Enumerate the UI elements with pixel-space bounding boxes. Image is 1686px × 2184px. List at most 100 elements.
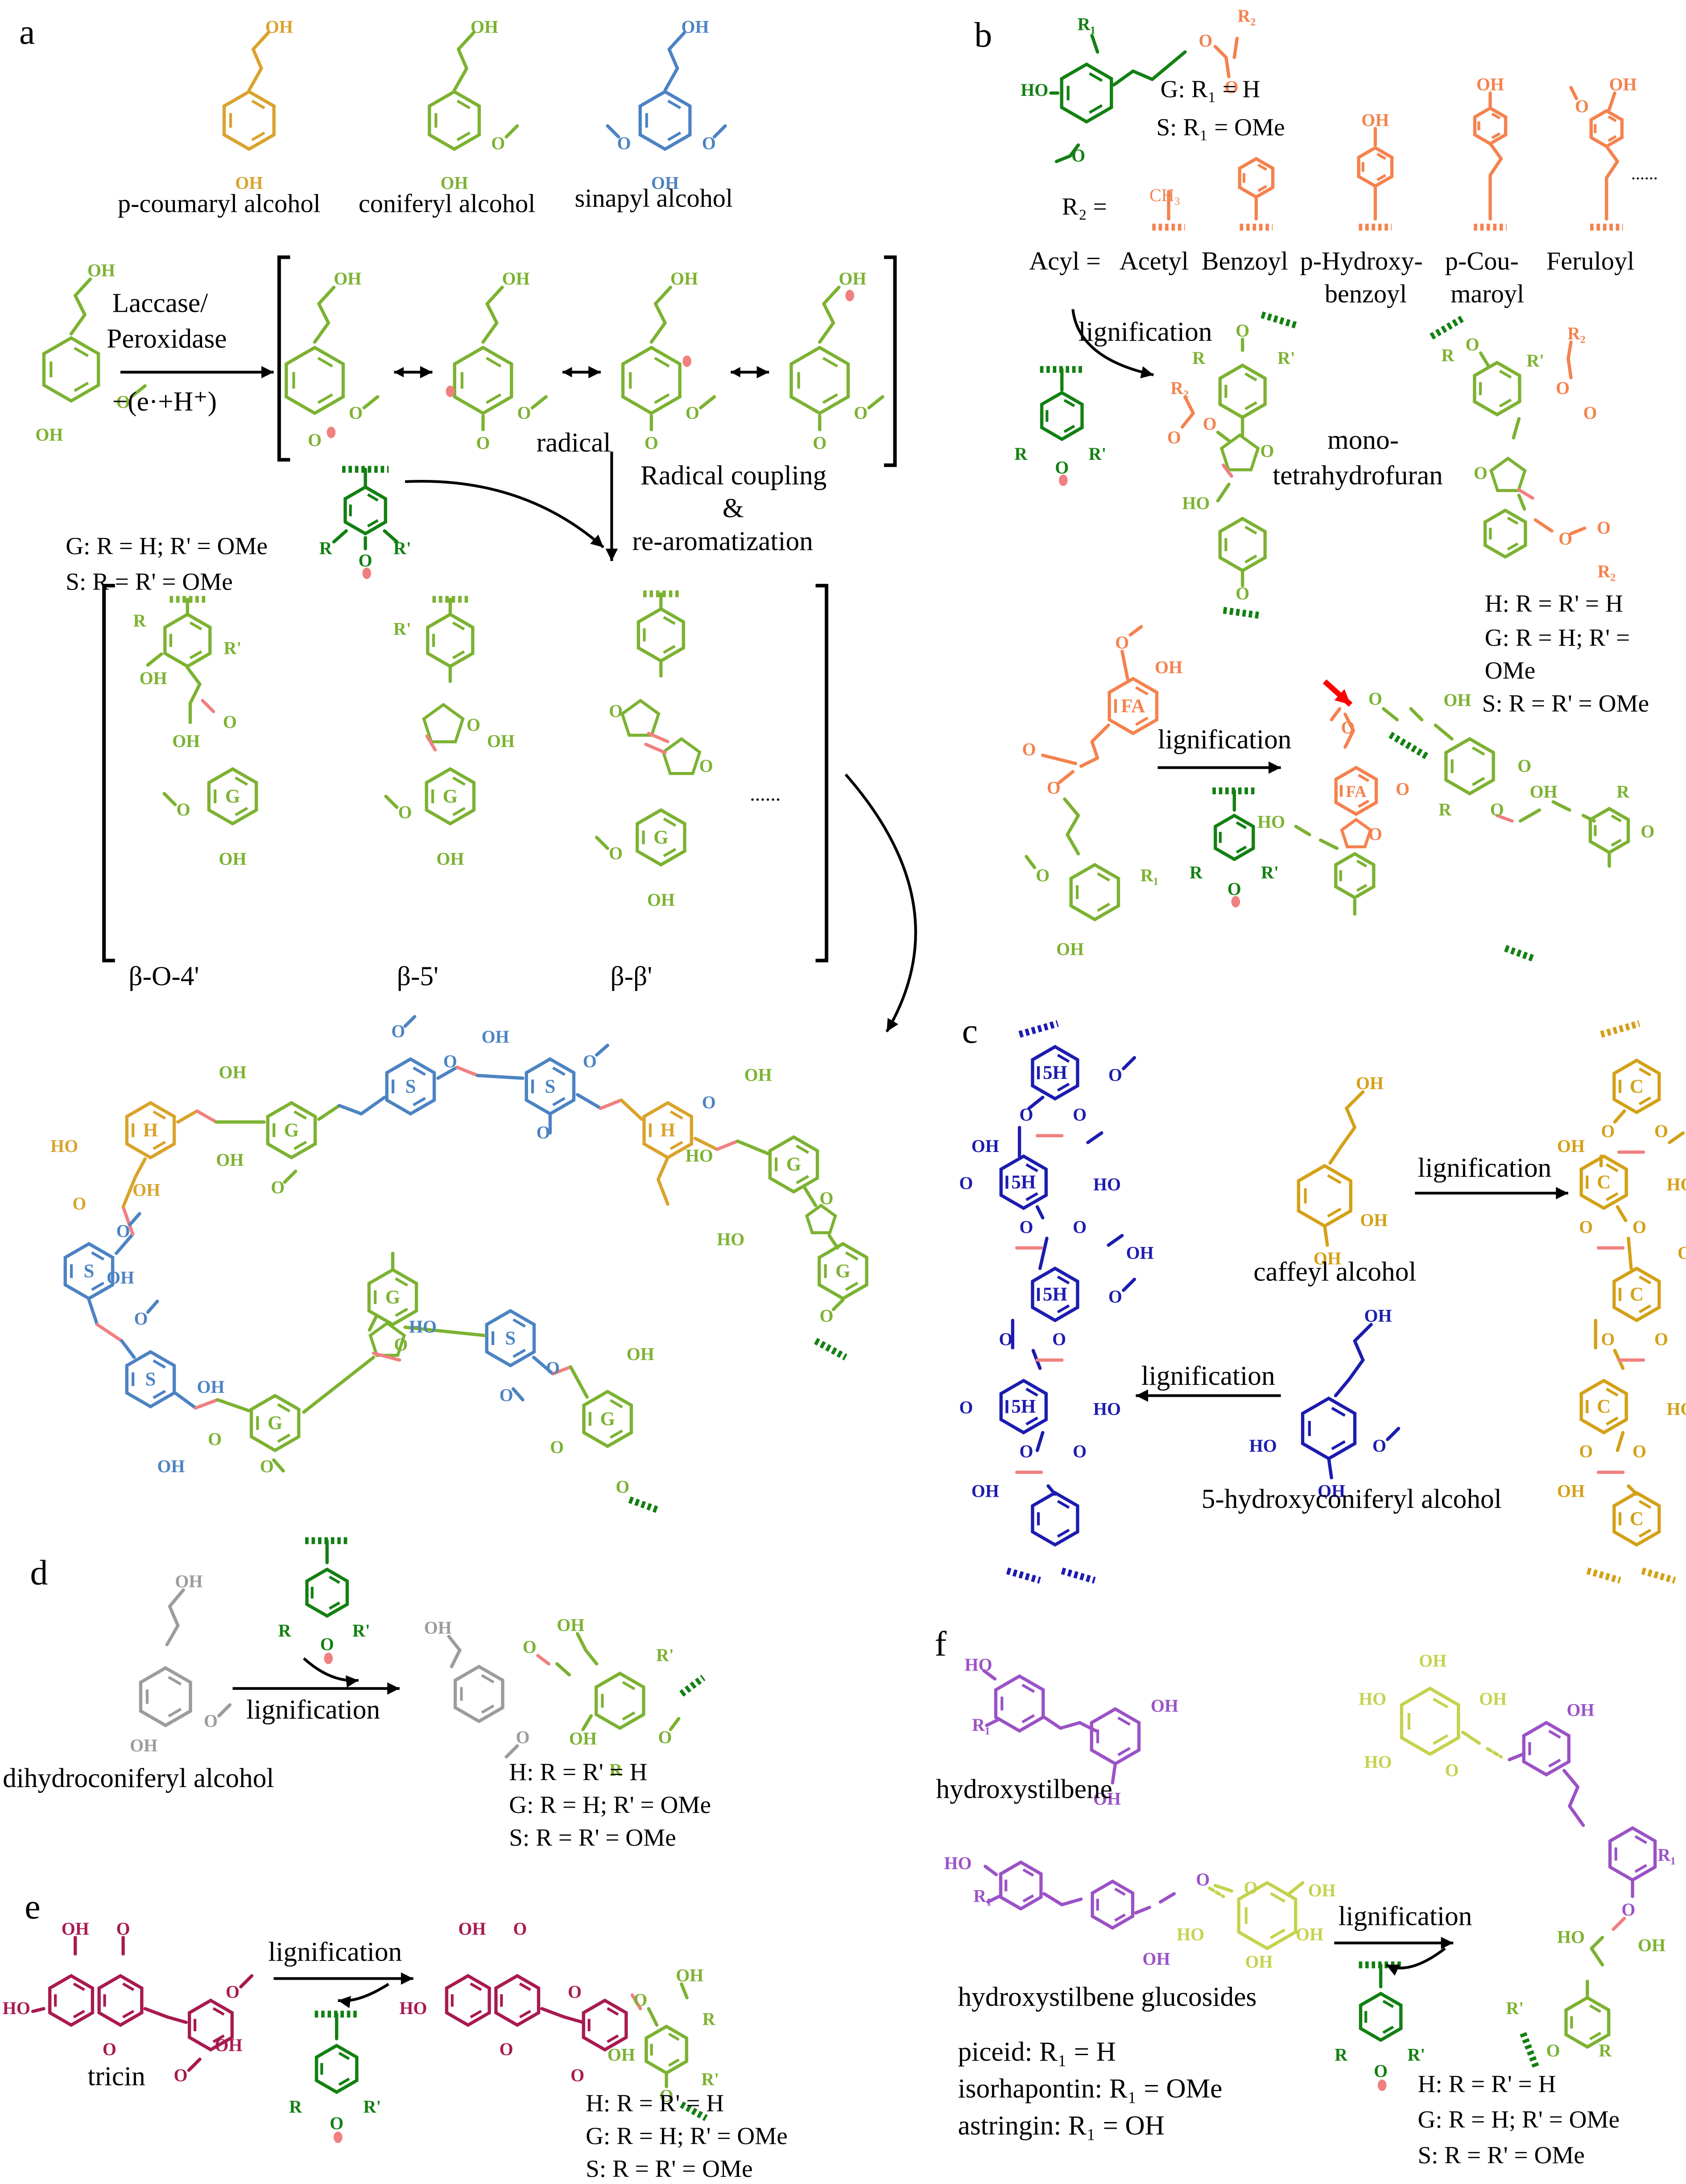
panel-c-label: c [962, 1011, 978, 1051]
atom-label: O [1341, 717, 1355, 737]
atom-label: O [1019, 1441, 1033, 1461]
atom-label: OH [1056, 939, 1084, 959]
atom-label: OH [971, 1481, 999, 1501]
atom-label: O [1108, 1287, 1122, 1307]
atom-label: HO [1249, 1436, 1277, 1456]
atom-label: R' [393, 538, 411, 558]
atom-label: O [271, 1177, 285, 1197]
panel-f-legend-g: G: R = H; R' = OMe [1417, 2106, 1620, 2134]
atom-label: O [1203, 413, 1217, 433]
acyl-p-hydroxybenzoyl-label-1: p-Hydroxy- [1300, 248, 1423, 277]
atom-label: O [999, 1329, 1012, 1349]
atom-label: O [391, 1021, 405, 1041]
atom-label: OH [502, 268, 530, 289]
atom-label: OH [1093, 1789, 1121, 1809]
cap-5-hydroxyconiferyl-alcohol: 5-hydroxyconiferyl alcohol [1201, 1484, 1502, 1515]
panel-b-label: b [974, 15, 992, 55]
atom-label: O [134, 1309, 148, 1329]
panel-b-legend-h: H: R = R' = H [1484, 590, 1623, 617]
ring-label-G: G [268, 1413, 282, 1434]
atom-label: R₂ [1567, 323, 1586, 343]
atom-label: O [467, 714, 480, 735]
atom-label: O [500, 1385, 513, 1405]
panel-a-legend-s: S: R = R' = OMe [66, 568, 233, 595]
atom-label: HO [686, 1146, 713, 1166]
atom-label: R₁ [1657, 1845, 1676, 1865]
atom-label: R₁ [1141, 865, 1159, 885]
atom-label: R' [352, 1620, 370, 1640]
atom-label: OH [132, 1180, 160, 1200]
atom-label: O [1597, 518, 1611, 538]
atom-label: O [260, 1456, 274, 1476]
acyl-p-hydroxybenzoyl-label-2: benzoyl [1324, 280, 1407, 310]
atom-label: OH [1638, 1935, 1665, 1955]
atom-label: O [1583, 403, 1597, 423]
atom-label: HO [50, 1136, 78, 1156]
molecule-acyl-benzoyl [1238, 157, 1275, 231]
atom-label: OH [175, 1571, 202, 1591]
molecule-acyl-p-hydroxybenzoyl: OH [1357, 110, 1394, 231]
lignification-b2: lignification [1157, 725, 1292, 756]
atom-label: OH [130, 1735, 157, 1755]
atom-label: O [609, 701, 623, 721]
panel-b-legend-g1: G: R = H; R' = [1484, 624, 1630, 652]
atom-label: O [633, 1990, 647, 2010]
atom-label: O [72, 1193, 86, 1214]
atom-label: O [1556, 378, 1570, 398]
atom-label: O [1374, 2061, 1388, 2081]
atom-label: O [660, 2085, 674, 2106]
atom-label: O [568, 1982, 582, 2002]
radical-dot-icon [362, 567, 372, 579]
atom-label: O [116, 392, 130, 412]
panel-d-legend-s: S: R = R' = OMe [509, 1824, 676, 1852]
atom-label: O [959, 1397, 973, 1417]
molecule-acyl-feruloyl: OHO [1569, 74, 1637, 231]
atom-label: O [1654, 1329, 1668, 1349]
atom-label: R' [1261, 863, 1279, 883]
atom-label: HO [1257, 812, 1285, 832]
molecule-acyl-p-coumaroyl: OH [1473, 74, 1508, 231]
atom-label: O [686, 403, 699, 423]
ring-label-S: S [545, 1076, 555, 1097]
ellipsis-b: ...... [1631, 163, 1658, 184]
cap-hydroxystilbene: hydroxystilbene [936, 1775, 1112, 1805]
radical-dot-icon [1231, 896, 1240, 908]
radical-dot-icon [1059, 474, 1068, 486]
atom-label: OH [651, 173, 679, 193]
atom-label: R' [1089, 444, 1107, 464]
lignification-e: lignification [268, 1937, 402, 1968]
ring-label-G: G [443, 786, 458, 807]
atom-label: R₁ [973, 1886, 992, 1906]
cap-coniferyl-alcohol: coniferyl alcohol [358, 190, 536, 219]
atom-label: OH [1443, 690, 1471, 710]
enzyme-line-2: Peroxidase [107, 324, 227, 355]
atom-label: R [1438, 800, 1452, 820]
atom-label: R₁ [972, 1715, 990, 1735]
atom-label: OH [1142, 1949, 1170, 1969]
atom-label: OH [215, 2035, 242, 2055]
atom-label: R [702, 2009, 716, 2029]
atom-label: R' [364, 2097, 381, 2117]
atom-label: OH [647, 890, 675, 910]
cap-p-coumaryl-alcohol: p-coumaryl alcohol [117, 190, 321, 219]
ring-label-G: G [786, 1154, 801, 1175]
coupling-line-3: re-aromatization [632, 527, 813, 557]
linkage-b-5: β-5' [397, 962, 439, 992]
atom-label: HO [717, 1229, 744, 1249]
atom-label: O [616, 1477, 629, 1497]
ring-label-S: S [145, 1369, 156, 1390]
atom-label: OH [458, 1919, 486, 1939]
atom-label: O [308, 430, 322, 450]
atom-label: O [491, 133, 505, 153]
lignification-c2: lignification [1141, 1361, 1275, 1392]
ring-label-G: G [284, 1120, 299, 1141]
ring-label-C: C [1597, 1396, 1611, 1417]
